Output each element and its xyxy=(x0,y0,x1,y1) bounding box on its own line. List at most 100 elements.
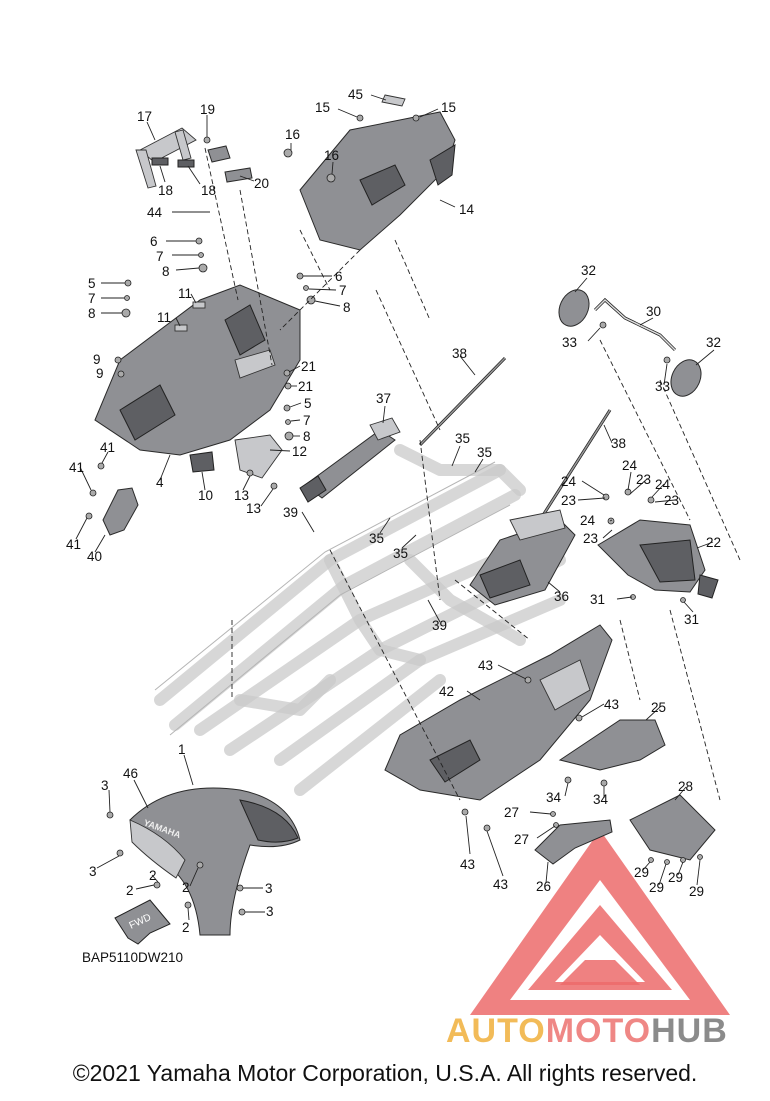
callout-41: 41 xyxy=(100,440,115,455)
callout-46: 46 xyxy=(123,766,138,781)
watermark-logo xyxy=(470,830,730,1015)
callout-7: 7 xyxy=(88,291,96,306)
callout-4: 4 xyxy=(156,475,164,490)
callout-16: 16 xyxy=(285,127,300,142)
callout-37: 37 xyxy=(376,391,391,406)
callout-36: 36 xyxy=(554,589,569,604)
callout-41: 41 xyxy=(66,537,81,552)
callout-39: 39 xyxy=(432,618,447,633)
callout-7: 7 xyxy=(156,249,164,264)
watermark-brand: AUTOMOTOHUB xyxy=(446,1012,728,1051)
callout-31: 31 xyxy=(684,612,699,627)
callout-21: 21 xyxy=(301,359,316,374)
callout-32: 32 xyxy=(706,335,721,350)
callout-14: 14 xyxy=(459,202,475,217)
callout-38: 38 xyxy=(611,436,626,451)
callout-43: 43 xyxy=(604,697,619,712)
callout-25: 25 xyxy=(651,700,666,715)
callout-8: 8 xyxy=(162,264,170,279)
callout-9: 9 xyxy=(96,366,104,381)
brand-moto: MOTO xyxy=(545,1012,652,1050)
callout-3: 3 xyxy=(101,778,109,793)
callout-42: 42 xyxy=(439,684,454,699)
callout-21: 21 xyxy=(298,379,313,394)
callout-1: 1 xyxy=(178,742,186,757)
callout-23: 23 xyxy=(583,531,598,546)
callout-16: 16 xyxy=(324,148,339,163)
callout-13: 13 xyxy=(246,501,261,516)
callout-17: 17 xyxy=(137,109,152,124)
callout-24: 24 xyxy=(622,458,638,473)
callout-12: 12 xyxy=(292,444,307,459)
housing-22 xyxy=(597,488,719,603)
callout-7: 7 xyxy=(339,283,347,298)
callout-15: 15 xyxy=(315,100,330,115)
front-fender-1: YAMAHA xyxy=(106,787,301,936)
callout-23: 23 xyxy=(636,472,651,487)
callout-10: 10 xyxy=(198,488,213,503)
callout-33: 33 xyxy=(655,379,670,394)
plate-28 xyxy=(629,794,716,865)
callout-19: 19 xyxy=(200,102,215,117)
callout-2: 2 xyxy=(182,880,190,895)
cover-14 xyxy=(283,94,456,251)
bracket-12 xyxy=(234,434,283,490)
callout-40: 40 xyxy=(87,549,102,564)
callout-3: 3 xyxy=(266,904,274,919)
rods-38 xyxy=(418,356,612,521)
callout-27: 27 xyxy=(514,832,529,847)
callout-31: 31 xyxy=(590,592,605,607)
brand-auto: AUTO xyxy=(446,1012,546,1050)
callout-43: 43 xyxy=(478,658,493,673)
callout-29: 29 xyxy=(634,865,649,880)
callout-26: 26 xyxy=(536,879,551,894)
callout-34: 34 xyxy=(593,792,609,807)
callout-29: 29 xyxy=(689,884,704,899)
callout-35: 35 xyxy=(455,431,470,446)
callout-41: 41 xyxy=(69,460,84,475)
callout-45: 45 xyxy=(348,87,363,102)
callout-38: 38 xyxy=(452,346,467,361)
bracket-26 xyxy=(534,811,613,865)
fwd-arrow: FWD xyxy=(114,899,171,945)
copyright-notice: ©2021 Yamaha Motor Corporation, U.S.A. A… xyxy=(72,1060,698,1086)
callout-32: 32 xyxy=(581,263,596,278)
callout-22: 22 xyxy=(706,535,721,550)
callout-8: 8 xyxy=(303,429,311,444)
callout-29: 29 xyxy=(668,870,683,885)
callout-29: 29 xyxy=(649,880,664,895)
actuator-37 xyxy=(299,417,401,503)
callout-5: 5 xyxy=(88,276,96,291)
callout-13: 13 xyxy=(234,488,249,503)
callout-33: 33 xyxy=(562,335,577,350)
callout-9: 9 xyxy=(93,352,101,367)
callout-28: 28 xyxy=(678,779,693,794)
callout-24: 24 xyxy=(580,513,596,528)
leader-lines xyxy=(75,94,741,921)
bracket-30 xyxy=(558,289,702,397)
callout-23: 23 xyxy=(561,493,576,508)
callout-7: 7 xyxy=(303,413,311,428)
callout-6: 6 xyxy=(150,234,158,249)
bracket-25 xyxy=(558,719,666,787)
fasteners-left xyxy=(114,237,316,441)
callout-20: 20 xyxy=(254,176,269,191)
callout-39: 39 xyxy=(283,505,298,520)
callout-15: 15 xyxy=(441,100,456,115)
callout-11: 11 xyxy=(157,310,171,325)
callout-11: 11 xyxy=(178,286,192,301)
callout-2: 2 xyxy=(149,868,157,883)
callout-24: 24 xyxy=(561,474,577,489)
bracket-40 xyxy=(85,462,139,536)
callout-8: 8 xyxy=(343,300,351,315)
callout-3: 3 xyxy=(89,864,97,879)
callout-5: 5 xyxy=(304,396,312,411)
callout-30: 30 xyxy=(646,304,661,319)
callout-44: 44 xyxy=(147,205,163,220)
callout-18: 18 xyxy=(158,183,173,198)
callout-23: 23 xyxy=(664,493,679,508)
bracket-17 xyxy=(135,127,253,189)
brand-hub: HUB xyxy=(651,1012,728,1050)
